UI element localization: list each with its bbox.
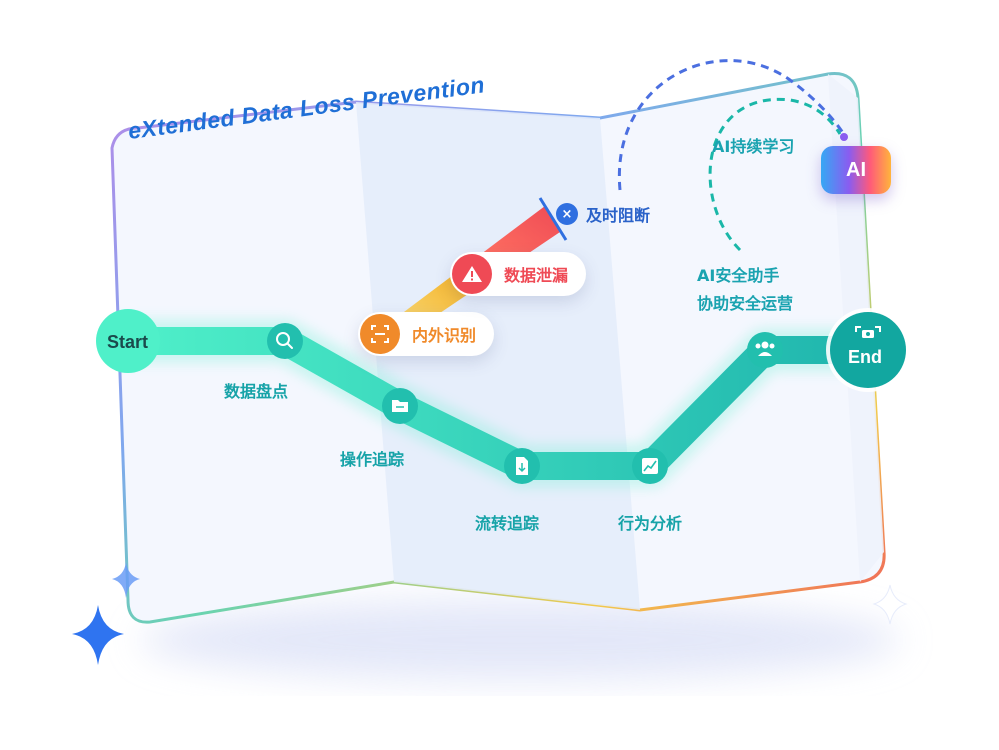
map-shadow <box>140 600 900 680</box>
node-folder[interactable] <box>382 388 418 424</box>
node-chart[interactable] <box>632 448 668 484</box>
node-file[interactable] <box>504 448 540 484</box>
end-scan-icon <box>855 326 881 338</box>
sparkle-icon <box>112 562 140 598</box>
sparkle-icon <box>72 605 124 665</box>
warning-icon <box>452 254 492 294</box>
block-tag[interactable]: × 及时阻断 <box>556 202 650 226</box>
leak-label: 数据泄漏 <box>504 266 569 285</box>
end-node[interactable] <box>830 312 906 388</box>
ai-assist-line1: AI安全助手 <box>697 266 780 285</box>
end-label: End <box>848 347 882 367</box>
ai-learn-label: AI持续学习 <box>712 137 795 156</box>
leak-pill[interactable]: 数据泄漏 <box>450 252 587 296</box>
start-label: Start <box>107 332 149 352</box>
close-icon: × <box>556 203 578 225</box>
identify-label: 内外识别 <box>412 326 477 345</box>
node-label-operation: 操作追踪 <box>340 450 405 469</box>
sparkle-icon <box>872 584 908 625</box>
ai-assist-line2: 协助安全运营 <box>697 294 794 313</box>
scan-icon <box>360 314 400 354</box>
ai-badge-label: AI <box>846 158 866 181</box>
identify-pill[interactable]: 内外识别 <box>358 312 495 356</box>
start-node[interactable] <box>96 309 160 373</box>
block-line <box>538 197 568 241</box>
ai-assist-arc <box>708 97 842 252</box>
node-users[interactable] <box>747 332 783 368</box>
node-label-inventory: 数据盘点 <box>224 382 289 401</box>
block-label: 及时阻断 <box>586 206 651 225</box>
node-search[interactable] <box>267 323 303 359</box>
node-label-flow: 流转追踪 <box>475 514 540 533</box>
node-label-behavior: 行为分析 <box>618 514 683 533</box>
ai-badge[interactable]: AI <box>821 146 891 194</box>
